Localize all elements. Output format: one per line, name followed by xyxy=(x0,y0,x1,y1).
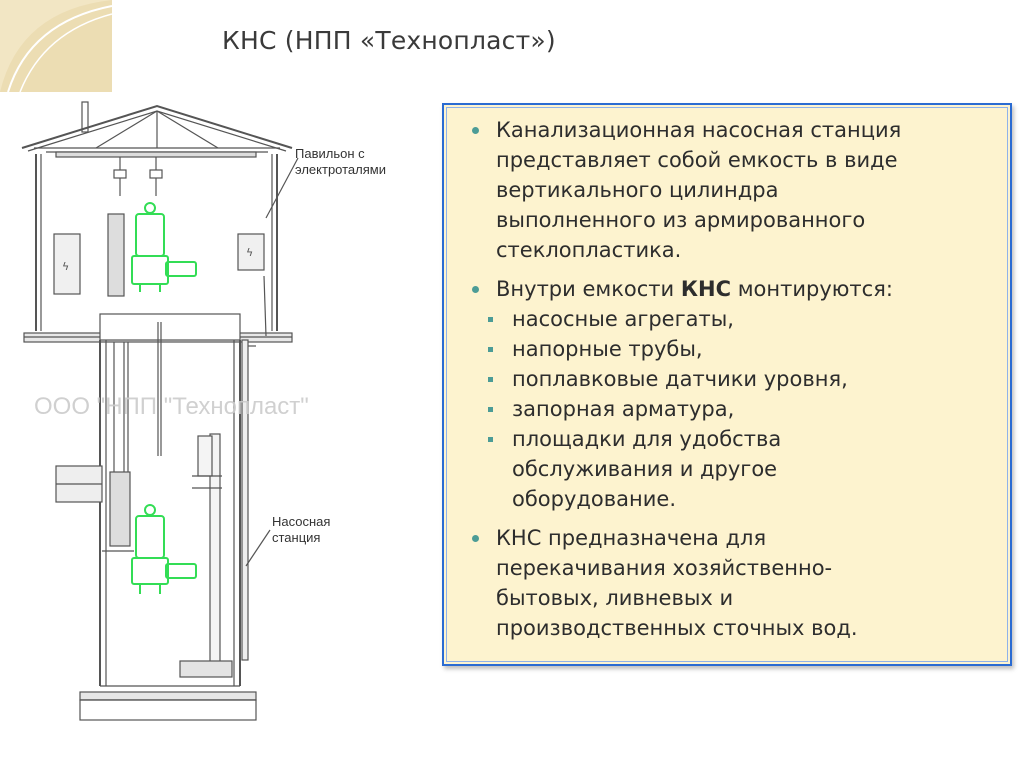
bullet-marker xyxy=(472,535,479,542)
sub-item-sensors: поплавковые датчики уровня, xyxy=(488,364,996,394)
bullet-marker xyxy=(472,286,479,293)
label-station-line1: Насосная xyxy=(272,514,330,529)
label-station-line2: станция xyxy=(272,530,320,545)
bullet-item-description: Канализационная насосная станция предста… xyxy=(472,115,996,265)
sub-bullet-marker xyxy=(488,437,493,442)
sub-bullet-marker xyxy=(488,377,493,382)
pump-station-diagram: ϟ ϟ xyxy=(21,101,386,721)
svg-text:ϟ: ϟ xyxy=(62,260,69,273)
sub-bullet-marker xyxy=(488,317,493,322)
label-pavilion-line2: электроталями xyxy=(295,162,386,177)
label-pavilion-line1: Павильон с xyxy=(295,146,365,161)
bullet-item-purpose: КНС предназначена для перекачивания хозя… xyxy=(472,523,996,643)
sub-item-pumps: насосные агрегаты, xyxy=(488,304,996,334)
sub-list: насосные агрегаты, напорные трубы, попла… xyxy=(472,304,996,514)
sub-item-platforms: площадки для удобства обслуживания и дру… xyxy=(488,424,996,514)
bullet-list: Канализационная насосная станция предста… xyxy=(472,115,996,304)
bullet-list-2: КНС предназначена для перекачивания хозя… xyxy=(472,523,996,643)
diagram-watermark: ООО "НПП "Технопласт" xyxy=(34,393,309,420)
kns-bold-text: КНС xyxy=(680,277,732,301)
sub-bullet-marker xyxy=(488,407,493,412)
sub-bullet-marker xyxy=(488,347,493,352)
bullet-marker xyxy=(472,127,479,134)
bullet-item-contents: Внутри емкости КНС монтируются: xyxy=(472,274,996,304)
corner-decoration xyxy=(0,0,112,92)
sub-item-pipes: напорные трубы, xyxy=(488,334,996,364)
sub-item-valves: запорная арматура, xyxy=(488,394,996,424)
text-panel: Канализационная насосная станция предста… xyxy=(442,103,1012,666)
slide-title: КНС (НПП «Технопласт») xyxy=(222,26,556,55)
svg-text:ϟ: ϟ xyxy=(246,246,253,259)
